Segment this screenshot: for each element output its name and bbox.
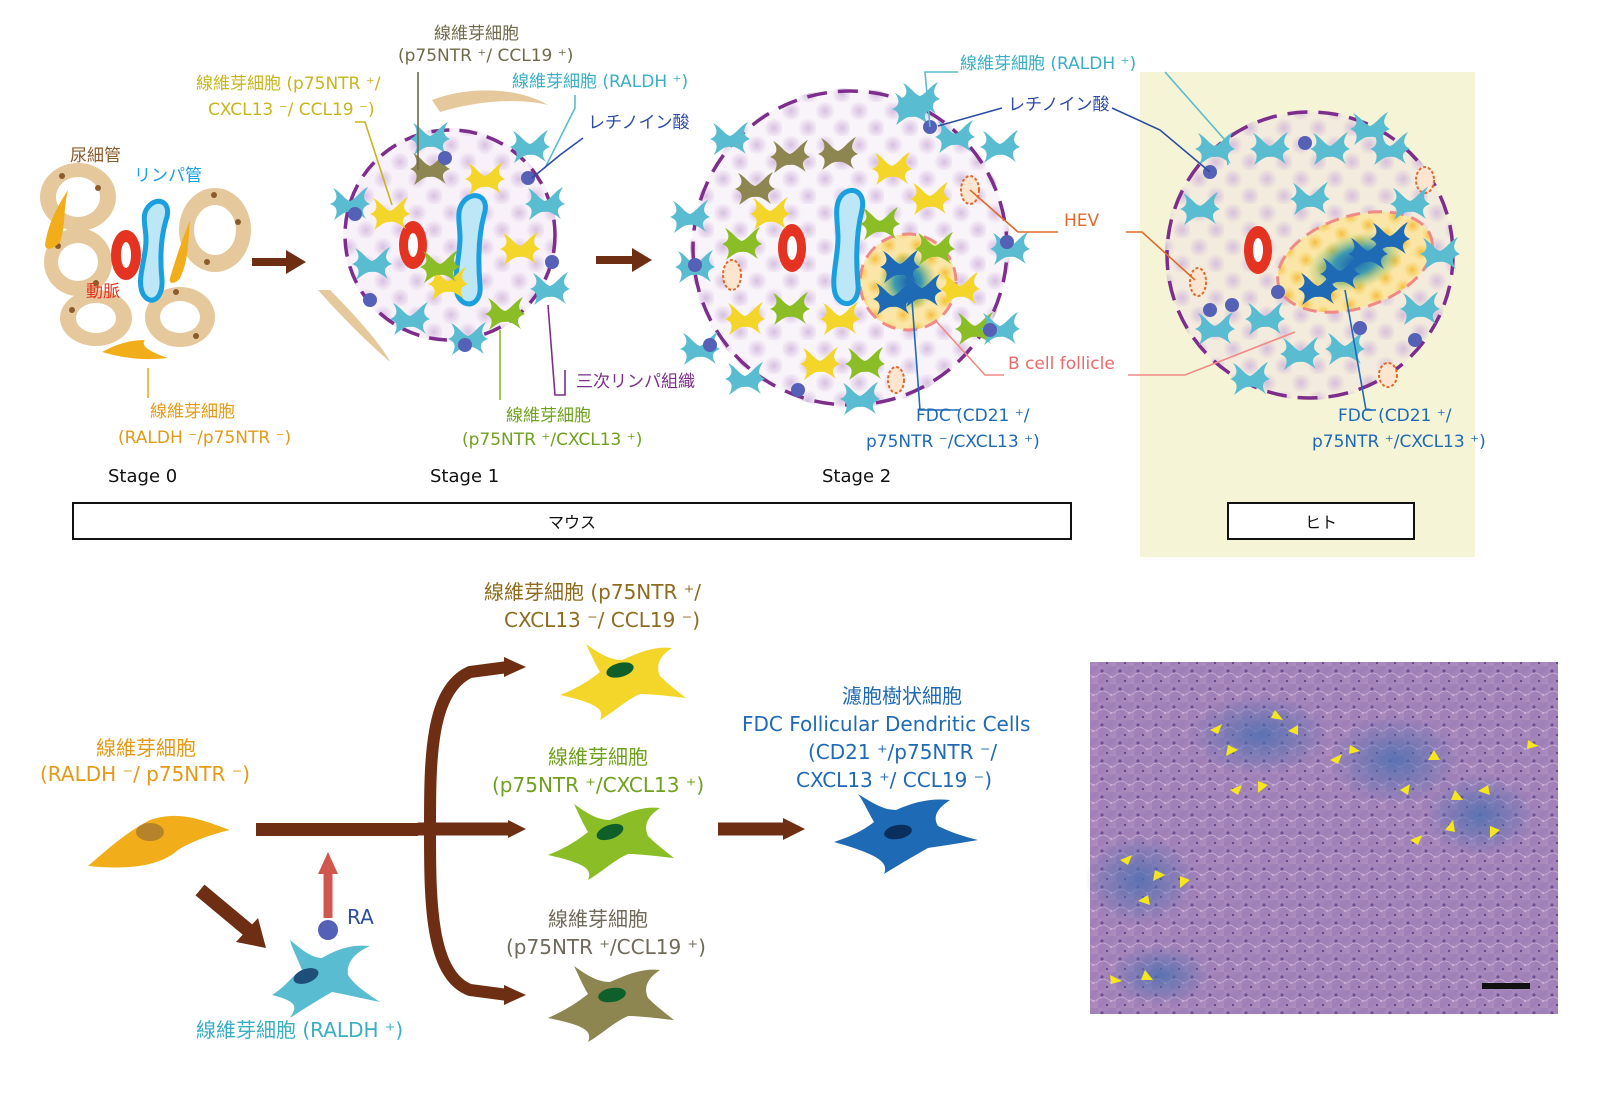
label-olive-1: 線維芽細胞 — [548, 907, 648, 931]
renal-tubule — [40, 163, 251, 347]
stage1-tissue — [318, 90, 570, 362]
label-fibroblast-raldh-neg-2: (RALDH ⁻/p75NTR ⁻) — [118, 428, 292, 448]
label-green-1: 線維芽細胞 — [548, 745, 648, 769]
tertiary-lymphoid-boundary — [691, 89, 1009, 407]
fibroblast-green-cell — [548, 804, 674, 880]
fibroblast-olive-cell — [548, 966, 674, 1042]
label-retinoic-acid-2: レチノイン酸 — [1008, 95, 1110, 115]
label-source-1: 線維芽細胞 — [96, 736, 196, 760]
lineage-flow — [88, 644, 978, 1042]
progression-arrow — [252, 248, 652, 274]
leader-lines — [147, 71, 1376, 411]
branch-arrow-down — [424, 828, 509, 1001]
label-ra: RA — [347, 905, 374, 929]
hev — [1189, 166, 1435, 388]
label-fibroblast-raldh-neg-1: 線維芽細胞 — [150, 402, 235, 422]
label-fib-cyan-2: 線維芽細胞 (RALDH ⁺) — [960, 54, 1137, 74]
fibroblast-yellow-cell — [560, 644, 686, 720]
arrowhead-markers — [1110, 710, 1538, 984]
label-fib-yellow-2: CXCL13 ⁻/ CCL19 ⁻) — [208, 100, 375, 120]
label-fdc-3: (CD21 ⁺/p75NTR ⁻/ — [808, 740, 998, 764]
label-fib-cyan: 線維芽細胞 (RALDH ⁺) — [512, 72, 689, 92]
label-fdc-human-2: p75NTR ⁺/CXCL13 ⁺) — [1312, 432, 1486, 452]
lymphatic-vessel — [453, 193, 488, 307]
human-group-box: ヒト — [1227, 502, 1415, 540]
fibroblast-raldh-pos-cell — [272, 940, 380, 1018]
stage-0-label: Stage 0 — [108, 466, 178, 487]
label-fdc-1: 濾胞樹状細胞 — [842, 684, 962, 708]
label-fib-olive-1: 線維芽細胞 — [434, 24, 519, 44]
tertiary-lymphoid-boundary — [343, 128, 557, 342]
stage0-tissue — [40, 163, 251, 360]
artery — [778, 224, 806, 272]
label-fdc-2: FDC Follicular Dendritic Cells — [742, 712, 1031, 736]
label-source-2: (RALDH ⁻/ p75NTR ⁻) — [40, 762, 251, 786]
label-renal-tubule: 尿細管 — [70, 146, 121, 166]
fibroblast-raldh-neg — [102, 340, 168, 360]
scale-bar — [1482, 983, 1530, 989]
label-yellow-1: 線維芽細胞 (p75NTR ⁺/ — [484, 580, 702, 604]
label-green-2: (p75NTR ⁺/CXCL13 ⁺) — [492, 773, 705, 797]
stage-2-label: Stage 2 — [822, 466, 892, 487]
label-fdc-mouse-2: p75NTR ⁻/CXCL13 ⁺) — [866, 432, 1040, 452]
label-fib-green-1: 線維芽細胞 — [506, 406, 591, 426]
label-fib-olive-2: (p75NTR ⁺/ CCL19 ⁺) — [398, 46, 574, 66]
stage2-tissue — [670, 82, 1030, 415]
label-fib-yellow-1: 線維芽細胞 (p75NTR ⁺/ — [196, 74, 381, 94]
label-fdc-4: CXCL13 ⁺/ CCL19 ⁻) — [796, 768, 993, 792]
label-yellow-2: CXCL13 ⁻/ CCL19 ⁻) — [504, 608, 701, 632]
label-artery: 動脈 — [86, 282, 120, 302]
differentiation-arrow — [256, 823, 418, 836]
lymphatic-vessel — [831, 188, 866, 307]
label-retinoic-acid: レチノイン酸 — [588, 113, 690, 133]
fibroblast-source-cell — [88, 815, 230, 868]
artery — [111, 230, 141, 280]
label-raldh-pos: 線維芽細胞 (RALDH ⁺) — [196, 1018, 404, 1042]
mouse-group-box: マウス — [72, 502, 1072, 540]
tissue-fibrous-capsule — [318, 290, 390, 362]
stage-1-label: Stage 1 — [430, 466, 500, 487]
lymphatic-vessel — [138, 198, 170, 303]
label-b-cell-follicle: B cell follicle — [1008, 354, 1115, 374]
fibroblast-raldh-neg — [45, 190, 68, 249]
diagonal-arrow — [195, 884, 253, 936]
retinoic-acid-dot — [318, 920, 338, 940]
artery — [1244, 226, 1272, 274]
tissue-fibrous-capsule — [432, 90, 548, 112]
label-tertiary-lymphoid: 三次リンパ組織 — [576, 372, 695, 392]
label-fdc-human-1: FDC (CD21 ⁺/ — [1338, 406, 1452, 426]
branch-arrow-up — [424, 661, 509, 830]
label-fib-green-2: (p75NTR ⁺/CXCL13 ⁺) — [462, 430, 643, 450]
label-olive-2: (p75NTR ⁺/CCL19 ⁺) — [506, 935, 706, 959]
label-fdc-mouse-1: FDC (CD21 ⁺/ — [916, 406, 1030, 426]
label-hev: HEV — [1064, 211, 1100, 231]
histology-micrograph — [1085, 662, 1558, 1014]
label-lymph-vessel: リンパ管 — [134, 166, 202, 186]
human-tissue — [1165, 110, 1460, 400]
fibroblast-raldh-neg — [169, 220, 190, 283]
artery — [399, 221, 427, 269]
